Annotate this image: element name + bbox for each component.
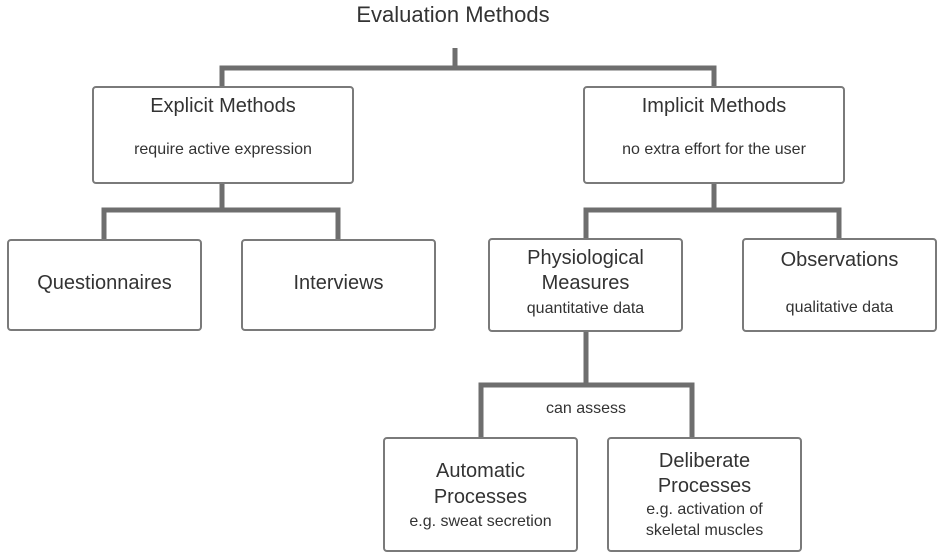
node-implicit-methods: Implicit Methods no extra effort for the… xyxy=(583,86,845,184)
node-subtitle: e.g. sweat secretion xyxy=(409,513,552,530)
node-automatic-processes: Automatic Processes e.g. sweat secretion xyxy=(383,437,578,552)
diagram-title: Evaluation Methods xyxy=(356,2,550,27)
connector-implicit-branch xyxy=(583,207,842,238)
node-title-line1: Automatic xyxy=(436,460,525,482)
node-subtitle: require active expression xyxy=(134,141,312,158)
node-explicit-methods: Explicit Methods require active expressi… xyxy=(92,86,354,184)
node-subtitle-line2: skeletal muscles xyxy=(645,522,764,539)
node-subtitle: quantitative data xyxy=(526,300,645,317)
node-title-line1: Physiological xyxy=(527,247,644,269)
node-title: Interviews xyxy=(293,272,384,294)
node-title: Explicit Methods xyxy=(150,95,296,117)
node-interviews: Interviews xyxy=(241,239,436,331)
connector-physio-branch xyxy=(478,382,695,437)
node-observations: Observations qualitative data xyxy=(742,238,937,332)
node-title-line2: Processes xyxy=(433,486,528,508)
connector-explicit-branch xyxy=(101,207,341,239)
node-title-line2: Processes xyxy=(657,475,752,497)
node-subtitle-line1: e.g. activation of xyxy=(646,501,763,518)
edge-label-can-assess: can assess xyxy=(545,400,627,417)
node-title-line2: Measures xyxy=(541,272,630,294)
node-questionnaires: Questionnaires xyxy=(7,239,202,331)
node-deliberate-processes: Deliberate Processes e.g. activation of … xyxy=(607,437,802,552)
node-title: Observations xyxy=(780,249,899,271)
node-title: Questionnaires xyxy=(37,272,172,294)
node-subtitle: no extra effort for the user xyxy=(622,141,806,158)
connector-root-branch xyxy=(219,65,717,86)
node-subtitle: qualitative data xyxy=(785,299,894,316)
node-title: Implicit Methods xyxy=(641,95,787,117)
node-title-line1: Deliberate xyxy=(658,450,751,472)
node-physiological-measures: Physiological Measures quantitative data xyxy=(488,238,683,332)
